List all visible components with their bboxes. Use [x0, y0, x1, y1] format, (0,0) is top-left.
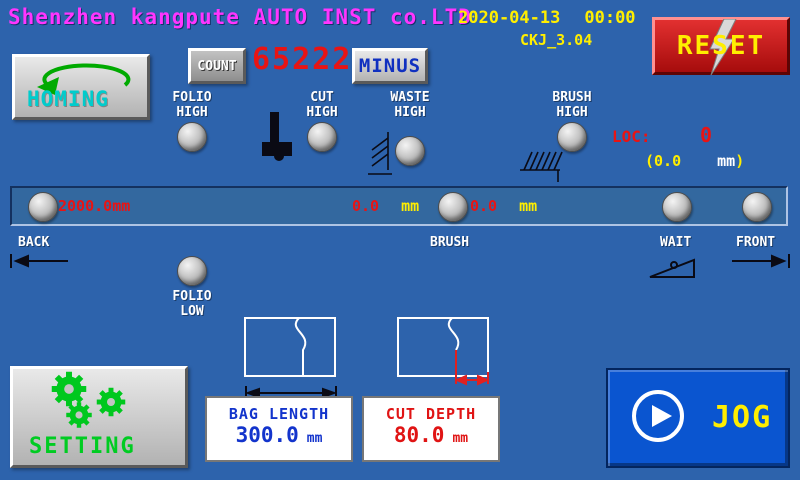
count-value: 65222 — [252, 42, 353, 77]
bag-length-panel[interactable]: BAG LENGTH 300.0 mm — [205, 396, 353, 462]
position-track — [10, 186, 788, 226]
cut-high-lamp[interactable] — [307, 122, 337, 152]
cutter-icon — [262, 112, 292, 161]
minus-button[interactable]: MINUS — [352, 48, 428, 84]
bag-length-unit: mm — [306, 431, 323, 446]
track-knob-brush — [438, 192, 468, 222]
folio-high-lamp[interactable] — [177, 122, 207, 152]
cut-depth-value: 80.0 — [393, 423, 445, 447]
homing-label: HOMING — [27, 87, 109, 111]
play-icon — [632, 390, 684, 442]
brush-label: BRUSH — [430, 235, 470, 250]
minus-label: MINUS — [358, 55, 422, 77]
version-text: CKJ_3.04 — [520, 31, 593, 49]
gears-icon — [51, 371, 126, 428]
wait-label: WAIT — [660, 235, 692, 250]
count-button[interactable]: COUNT — [188, 48, 246, 84]
cut-depth-panel[interactable]: CUT DEPTH 80.0 mm — [362, 396, 500, 462]
lightning-icon — [709, 19, 737, 76]
bag-length-title: BAG LENGTH — [228, 405, 330, 423]
cut-depth-unit: mm — [452, 431, 469, 446]
cut-shape-diagram — [397, 317, 490, 386]
loc-label: LOC: — [612, 127, 651, 146]
folio-low-lamp[interactable] — [177, 256, 207, 286]
brush-high-lamp[interactable] — [557, 122, 587, 152]
setting-button[interactable]: SETTING — [10, 366, 188, 468]
bag-shape-diagram — [244, 317, 336, 377]
reset-button[interactable]: RESET — [652, 17, 790, 76]
count-label: COUNT — [197, 58, 237, 74]
track-knob-front — [742, 192, 772, 222]
time-text: 00:00 — [584, 8, 636, 28]
waste-high-lamp[interactable] — [395, 136, 425, 166]
jog-label: JOG — [712, 400, 773, 435]
front-label: FRONT — [736, 235, 776, 250]
wait-ramp-icon — [649, 258, 695, 278]
jog-button[interactable]: JOG — [606, 368, 790, 468]
homing-arrow-icon — [37, 63, 131, 95]
cut-depth-title: CUT DEPTH — [385, 405, 477, 423]
loc-value: 0 — [700, 123, 713, 147]
front-arrow-icon — [732, 254, 790, 268]
track-pos1-value: 2000.0mm — [58, 197, 131, 215]
date-text: 2020-04-13 — [458, 8, 561, 28]
homing-button[interactable]: HOMING — [12, 54, 150, 120]
track-knob-wait — [662, 192, 692, 222]
track-knob-back — [28, 192, 58, 222]
setting-label: SETTING — [29, 434, 136, 459]
company-title: Shenzhen kangpute AUTO INST co.LTD — [8, 5, 472, 29]
datetime: 2020-04-13 00:00 — [458, 8, 636, 28]
reset-label: RESET — [676, 31, 766, 61]
back-label: BACK — [18, 235, 50, 250]
waste-icon — [368, 132, 392, 175]
bag-length-value: 300.0 — [235, 423, 299, 447]
brush-icon — [520, 151, 563, 182]
back-arrow-icon — [10, 254, 68, 268]
